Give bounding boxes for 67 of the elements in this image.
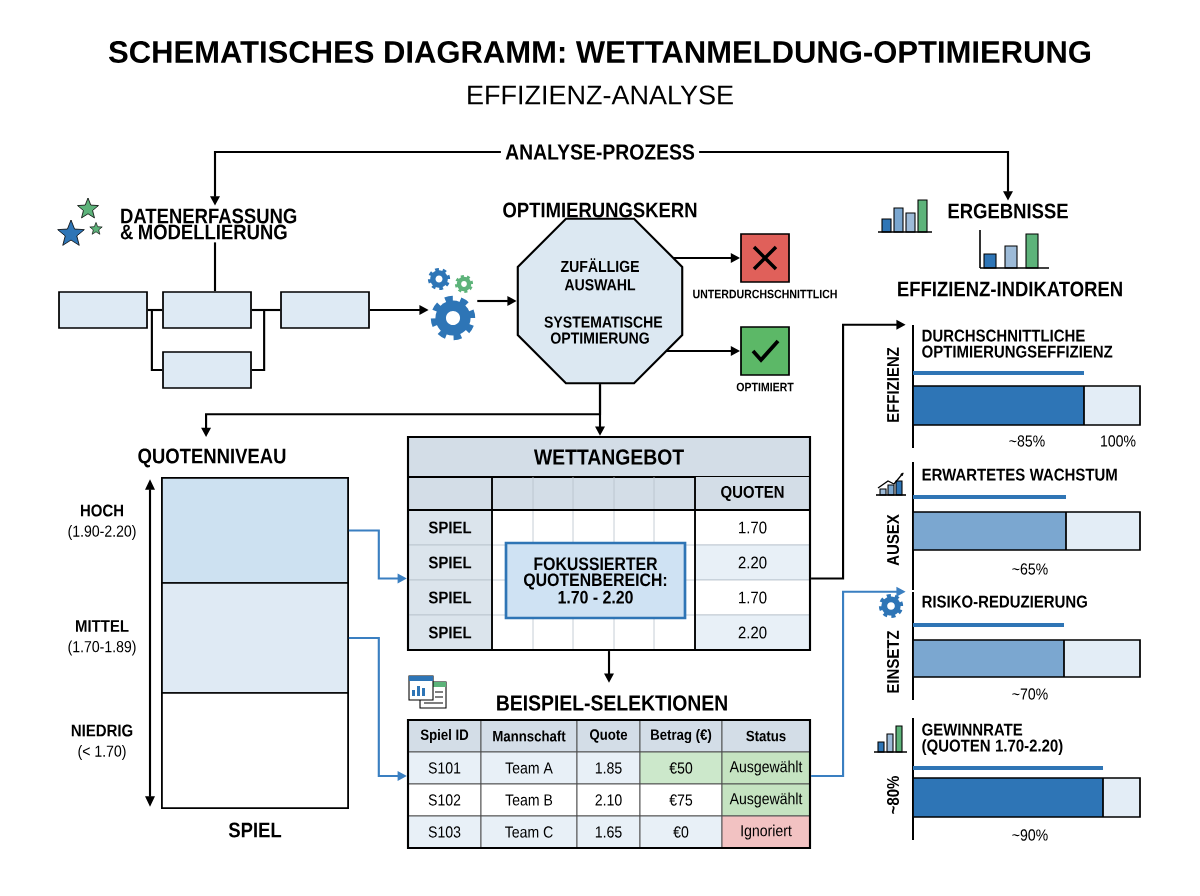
table-cell: Ausgewählt (721, 783, 811, 817)
subtitle: EFFIZIENZ-ANALYSE (468, 85, 733, 105)
status-label: OPTIMIERT (736, 382, 794, 392)
level-label: (1.90-2.20) (68, 525, 136, 540)
section-heading: ERGEBNISSE (948, 203, 1068, 219)
level-label: NIEDRIG (71, 724, 133, 737)
table-cell: SPIEL (407, 579, 493, 616)
table-cell: 2.20 (694, 544, 811, 581)
level-label: (1.70-1.89) (68, 640, 136, 656)
value-label: ~70% (1012, 688, 1048, 700)
axis-label: SPIEL (228, 822, 282, 838)
highlight-box: FOKUSSIERTER QUOTENBEREICH: 1.70 - 2.20 (504, 541, 687, 620)
process-octagon: ZUFÄLLIGE AUSWAHL SYSTEMATISCHE OPTIMIERUNG (516, 217, 684, 385)
table-cell: SPIEL (407, 544, 493, 581)
table-heading: BEISPIEL-SELEKTIONEN (497, 695, 727, 711)
table-cell: Ausgewählt (721, 751, 811, 785)
axis-label: EFFIZIENZ (887, 347, 899, 422)
table-cell: Ignoriert (721, 815, 811, 849)
table-cell: Quote (576, 719, 641, 753)
table-cell: Status (721, 719, 811, 753)
section-heading: ANALYSE-PROZESS (505, 144, 695, 160)
table-cell: 2.20 (694, 614, 811, 651)
table-cell: 1.65 (576, 815, 641, 849)
table-cell: €75 (639, 783, 723, 817)
indicator-title: ERWARTETES WACHSTUM (922, 468, 1117, 481)
indicator-title: DURCHSCHNITTLICHE OPTIMIERUNGSEFFIZIENZ (922, 329, 1113, 358)
table-cell: Mannschaft (480, 719, 578, 753)
value-label: ~65% (1012, 563, 1048, 575)
gears-icon (427, 267, 476, 341)
value-label: ~90% (1012, 829, 1048, 841)
process-box (58, 291, 148, 329)
section-heading: DATENERFASSUNG & MODELLIERUNG (120, 208, 297, 240)
level-label: MITTEL (76, 620, 129, 632)
indicator-title: GEWINNRATE (QUOTEN 1.70-2.20) (922, 723, 1063, 755)
level-label: HOCH (81, 504, 123, 517)
connector-line (213, 242, 217, 292)
axis-label: ~80% (887, 776, 899, 814)
table-cell: S101 (407, 751, 482, 785)
table-cell: S103 (407, 815, 482, 849)
axis-label: EINSETZ (887, 630, 899, 693)
process-box (280, 291, 370, 329)
table-cell: Team A (480, 751, 578, 785)
table-cell: Team C (480, 815, 578, 849)
level-label: (< 1.70) (78, 745, 126, 760)
process-box (162, 351, 252, 389)
table-cell: 1.70 (694, 579, 811, 616)
section-heading: EFFIZIENZ-INDIKATOREN (898, 281, 1122, 297)
axis-label: AUSEX (887, 514, 899, 566)
process-box (162, 291, 252, 329)
table-cell: Betrag (€) (639, 719, 723, 753)
connector-line (147, 308, 163, 372)
table-cell: Team B (480, 783, 578, 817)
status-label: UNTERDURCHSCHNITTLICH (693, 289, 837, 299)
title: SCHEMATISCHES DIAGRAMM: WETTANMELDUNG-OPTIMIERUNG (108, 41, 1090, 63)
connector-line (251, 308, 281, 372)
table-cell: 2.10 (576, 783, 641, 817)
indicator-title: RISIKO-REDUZIERUNG (922, 595, 1087, 608)
value-label: 100% (1101, 435, 1136, 447)
table-cell: SPIEL (407, 614, 493, 651)
value-label: ~85% (1009, 435, 1045, 447)
section-heading: OPTIMIERUNGSKERN (503, 202, 697, 218)
table-cell: QUOTEN (695, 477, 810, 510)
table-cell: 1.85 (576, 751, 641, 785)
table-cell: S102 (407, 783, 482, 817)
table-cell: €0 (639, 815, 723, 849)
table-cell: €50 (639, 751, 723, 785)
column-heading: QUOTENNIVEAU (138, 448, 286, 468)
